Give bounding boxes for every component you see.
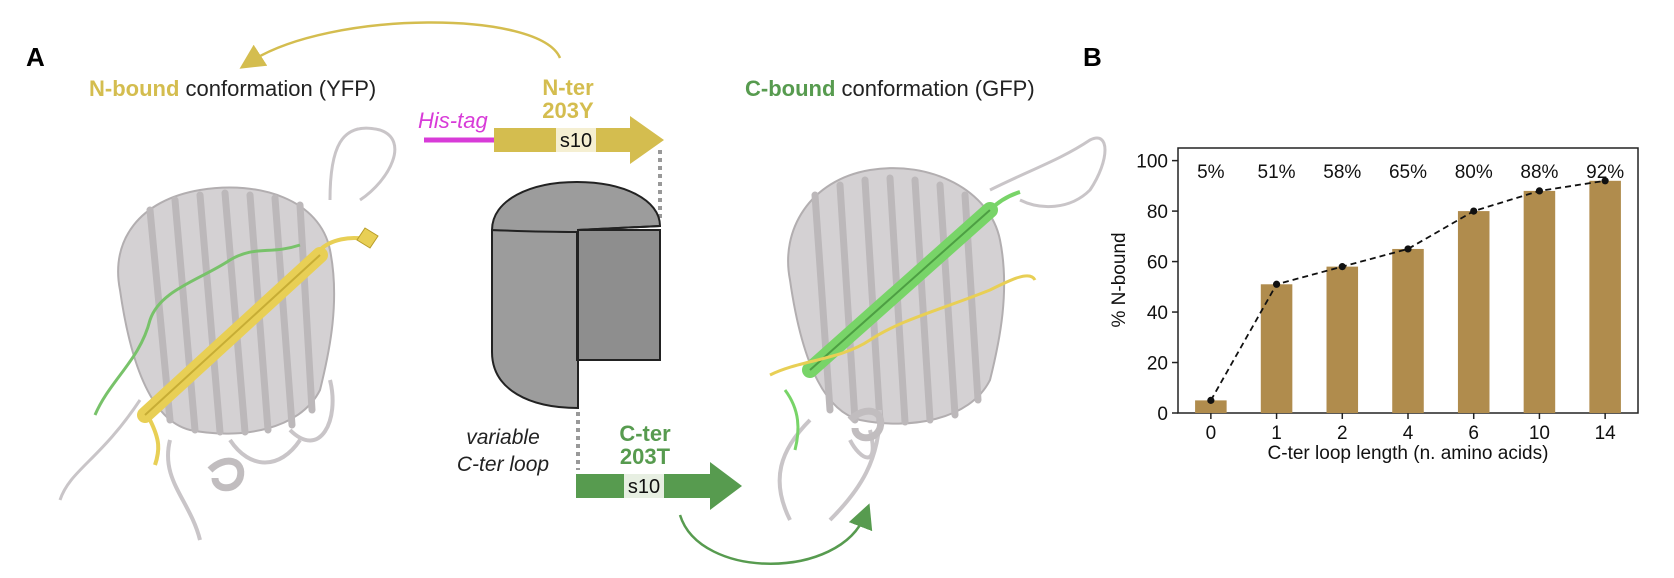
value-label: 51% [1258,162,1296,183]
bar-2 [1326,266,1359,413]
y-tick-label: 40 [1147,303,1168,324]
n-ter-s10-label: s10 [560,130,592,152]
point-14 [1601,177,1609,185]
bar-10 [1523,190,1556,413]
x-tick-label: 10 [1529,423,1550,444]
c-ter-residue: 203T [620,444,671,469]
y-tick-label: 0 [1157,404,1168,425]
y-tick-label: 80 [1147,202,1168,223]
bar-6 [1457,211,1490,413]
bar-4 [1392,248,1424,413]
x-tick-label: 14 [1595,423,1617,444]
gfp-structure [769,136,1107,522]
bar-14 [1589,180,1621,413]
y-tick-label: 100 [1136,152,1168,173]
n-bound-title: N-bound conformation (YFP) [89,76,376,101]
c-bound-highlight: C-bound [745,76,835,101]
bar-1 [1260,284,1293,413]
x-tick-label: 2 [1337,423,1348,444]
yfp-structure [58,126,397,541]
barrel-schematic [490,180,662,410]
c-bound-rest: conformation (GFP) [835,76,1034,101]
x-tick-label: 6 [1468,423,1479,444]
point-6 [1470,207,1478,215]
x-tick-label: 1 [1271,423,1282,444]
n-ter-residue: 203Y [542,98,594,123]
panel-a-letter: A [26,42,45,72]
value-label: 88% [1520,162,1558,183]
value-label: 58% [1323,162,1361,183]
x-tick-label: 0 [1206,423,1217,444]
panel-b-letter: B [1083,42,1102,72]
green-curved-arrow [678,503,873,565]
n-ter-label: N-ter [542,75,594,100]
c-ter-label: C-ter [619,421,671,446]
y-axis-title: % N-bound [1109,232,1130,327]
loop-label-line2: C-ter loop [457,453,549,476]
x-tick-label: 4 [1403,423,1414,444]
value-label: 92% [1586,162,1624,183]
y-tick-label: 20 [1147,354,1168,375]
n-bound-highlight: N-bound [89,76,179,101]
point-1 [1272,280,1281,288]
point-4 [1404,245,1412,253]
value-label: 5% [1197,162,1225,183]
n-bound-bar-chart: 0 20 40 60 80 100 0 1 2 4 6 10 14 5% 51% 58% 65% 80% 88%… [1109,147,1639,464]
value-label: 80% [1455,162,1493,183]
c-bound-title: C-bound conformation (GFP) [745,76,1035,101]
his-tag-label: His-tag [418,108,488,133]
value-label: 65% [1389,162,1427,183]
c-ter-s10-box [624,474,664,498]
yellow-curved-arrow [239,21,562,69]
point-10 [1535,187,1544,195]
x-axis-title: C-ter loop length (n. amino acids) [1268,443,1549,464]
bar-0 [1195,400,1227,413]
n-ter-s10-box [556,128,596,152]
n-bound-rest: conformation (YFP) [179,76,376,101]
loop-label-line1: variable [466,426,540,449]
point-2 [1338,263,1346,271]
y-tick-label: 60 [1147,253,1168,274]
c-ter-s10-label: s10 [628,476,660,498]
point-0 [1207,396,1215,404]
